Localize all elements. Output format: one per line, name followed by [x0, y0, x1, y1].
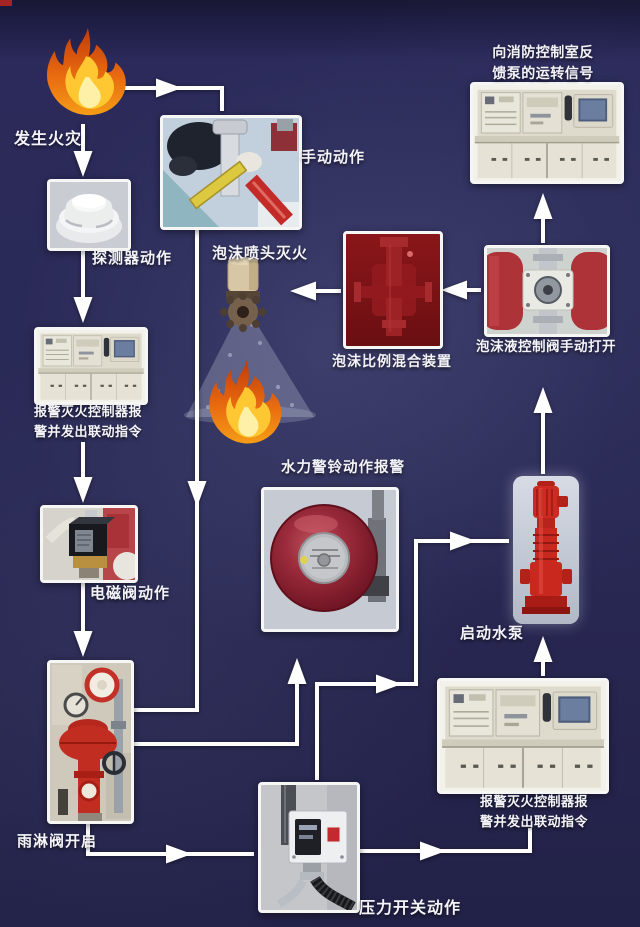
- feedback-label-line2: 馈泵的运转信号: [492, 65, 594, 81]
- fire-under-spray-image: [203, 358, 287, 452]
- mixer-label: 泡沫比例混合装置: [332, 353, 452, 369]
- left-controller-label-line1: 报警灭火控制器报: [33, 404, 142, 419]
- pump-label: 启动水泵: [460, 625, 525, 642]
- corner-artifact: [0, 0, 12, 6]
- arrow-fire-to-manual-valve: [112, 78, 224, 111]
- arrow-pressure-switch-to-right-controller: [354, 828, 532, 861]
- fire-pump-image: [513, 476, 579, 624]
- feedback-label: 向消防控制室反 馈泵的运转信号: [468, 42, 618, 84]
- foam-mixer-image: [343, 231, 443, 349]
- nozzle-label: 泡沫喷头灭火: [212, 245, 309, 262]
- arrow-manual-valve-to-deluge-valve: [130, 224, 207, 712]
- foam-nozzle-image: [220, 255, 268, 333]
- pressure-switch-image: [258, 782, 360, 913]
- feedback-label-line1: 向消防控制室反: [492, 44, 594, 60]
- pressure-switch-label: 压力开关动作: [359, 900, 462, 917]
- deluge-valve-image: [47, 660, 134, 824]
- arrow-pressure-switch-to-pump: [315, 531, 509, 780]
- arrow-solenoid-to-deluge-valve: [73, 579, 93, 657]
- arrow-fire-to-detector: [73, 124, 93, 177]
- foam-liquid-valve-image: [484, 245, 610, 337]
- right-controller-image: [437, 678, 609, 794]
- arrow-mixer-to-nozzle: [290, 281, 341, 301]
- arrow-left-controller-to-solenoid: [73, 442, 93, 503]
- fire-label: 发生火灾: [14, 131, 83, 148]
- feedback-console-image: [470, 82, 624, 184]
- detector-label: 探测器动作: [92, 250, 173, 267]
- arrow-foam-valve-to-mixer: [441, 280, 481, 300]
- left-controller-label: 报警灭火控制器报 警并发出联动指令: [28, 402, 148, 442]
- fire-flame-image: [40, 26, 132, 124]
- arrow-deluge-valve-to-pressure-switch: [86, 818, 254, 864]
- left-controller-label-line2: 警并发出联动指令: [33, 424, 142, 439]
- manual-valve-image: [160, 115, 302, 230]
- smoke-detector-image: [47, 179, 131, 251]
- right-controller-label-line1: 报警灭火控制器报: [479, 794, 588, 809]
- solenoid-valve-image: [40, 505, 138, 583]
- bell-label: 水力警铃动作报警: [281, 460, 405, 476]
- foam-valve-label: 泡沫液控制阀手动打开: [476, 339, 616, 354]
- arrow-right-controller-to-pump: [533, 636, 553, 676]
- arrow-deluge-valve-to-bell: [128, 658, 307, 746]
- manual-action-label: 手动动作: [301, 149, 366, 166]
- right-controller-label-line2: 警并发出联动指令: [479, 814, 588, 829]
- arrow-detector-to-left-controller: [73, 247, 93, 323]
- right-controller-label: 报警灭火控制器报 警并发出联动指令: [470, 792, 598, 832]
- arrow-pump-to-foam-valve: [533, 387, 553, 474]
- alarm-bell-image: [261, 487, 399, 632]
- arrow-foam-valve-to-feedback-console: [533, 193, 553, 243]
- deluge-valve-label: 雨淋阀开启: [17, 833, 98, 850]
- left-controller-image: [34, 327, 148, 405]
- solenoid-label: 电磁阀动作: [90, 585, 171, 602]
